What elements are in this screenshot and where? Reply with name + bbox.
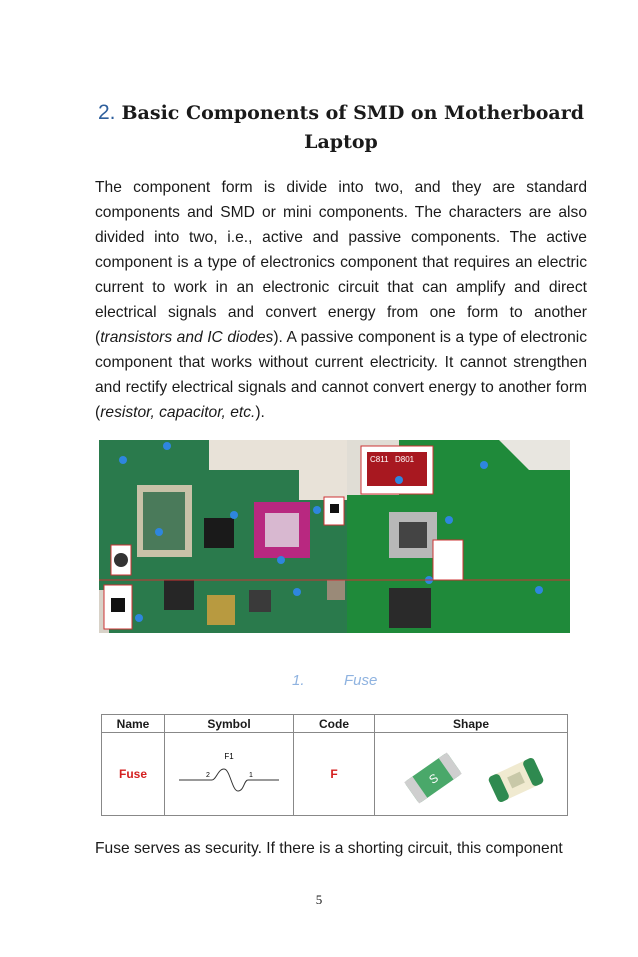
- subheading-number: 1.: [292, 672, 305, 689]
- table-cell-name: Fuse: [101, 732, 165, 816]
- paragraph-text: ).: [255, 404, 265, 421]
- table-header: Symbol: [164, 714, 294, 733]
- page-number: 5: [315, 892, 323, 907]
- table-header: Code: [293, 714, 375, 733]
- paragraph-text: The component form is divide into two, a…: [95, 179, 587, 346]
- subheading: 1. Fuse: [292, 672, 377, 689]
- fuse-shape-icon: S: [404, 751, 544, 804]
- symbol-pin: 1: [249, 772, 253, 779]
- paragraph-italic: transistors and IC diodes: [100, 329, 274, 346]
- table-row: Fuse F1 2 1 F S: [101, 732, 568, 816]
- section-number: 2.: [97, 101, 116, 124]
- symbol-pin: 2: [206, 772, 210, 779]
- paragraph-italic: resistor, capacitor, etc.: [100, 404, 256, 421]
- fuse-symbol-icon: F1 2 1: [179, 752, 279, 792]
- section-title: Basic Components of SMD on Motherboard L…: [121, 102, 585, 153]
- subheading-text: Fuse: [344, 672, 378, 689]
- motherboard-photo: C811 D801: [99, 440, 570, 633]
- section-heading: 2.Basic Components of SMD on Motherboard…: [95, 98, 587, 157]
- table-cell-code: F: [293, 732, 375, 816]
- paragraph-text: ). A passive component is a type of elec…: [95, 329, 588, 421]
- table-header-row: Name Symbol Code Shape: [101, 714, 568, 733]
- table-cell-shape: S: [374, 732, 568, 816]
- chip-label-d801: D801: [395, 455, 415, 464]
- table-cell-symbol: F1 2 1: [164, 732, 294, 816]
- body-paragraph: The component form is divide into two, a…: [95, 175, 587, 425]
- body-paragraph-2: Fuse serves as security. If there is a s…: [95, 840, 563, 857]
- symbol-ref: F1: [224, 752, 234, 761]
- component-table: Name Symbol Code Shape Fuse F1 2 1 F S: [101, 714, 568, 816]
- chip-label-c811: C811: [370, 455, 389, 464]
- table-header: Shape: [374, 714, 568, 733]
- table-header: Name: [101, 714, 165, 733]
